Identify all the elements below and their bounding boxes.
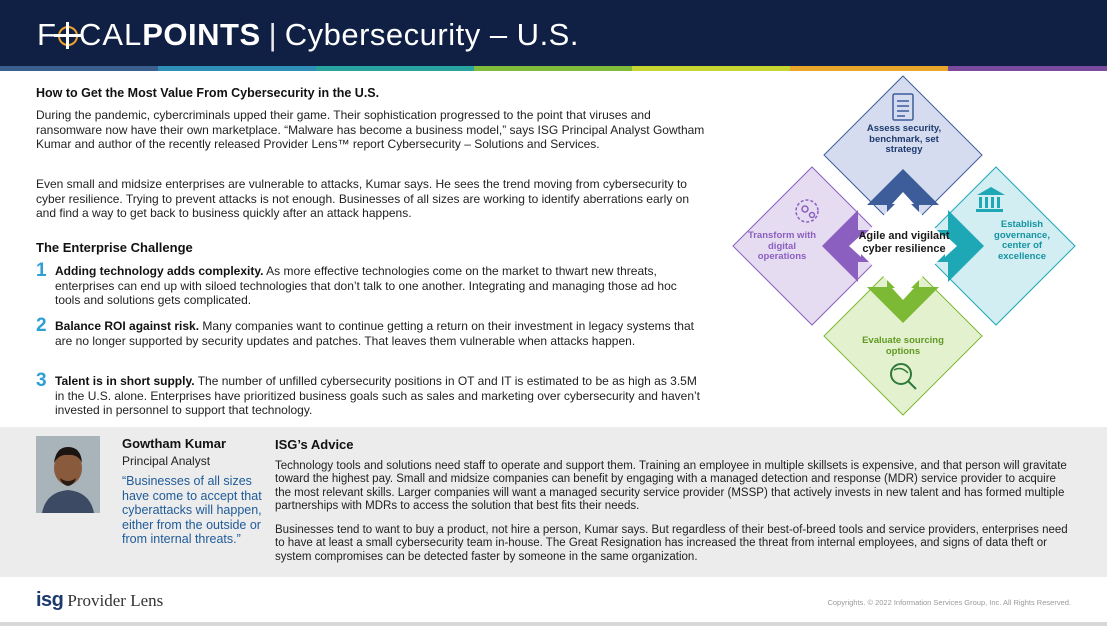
avatar	[36, 436, 100, 513]
stripe-segment	[0, 66, 158, 71]
challenge-text: Balance ROI against risk. Many companies…	[55, 319, 705, 348]
magnifier-globe-icon	[890, 363, 917, 390]
advice-section	[0, 427, 1107, 577]
challenge-body: Many companies want to continue getting …	[55, 319, 694, 348]
arrow-up-icon	[892, 192, 914, 214]
analyst-name: Gowtham Kumar	[122, 436, 227, 451]
brand-points: POINTS	[142, 17, 261, 52]
challenge-heading: The Enterprise Challenge	[36, 240, 193, 255]
stripe-segment	[158, 66, 316, 71]
brand-focal-f: F	[37, 17, 57, 52]
stripe-segment	[790, 66, 948, 71]
challenge-number: 2	[36, 315, 47, 336]
brand-focal-rest: CAL	[78, 17, 143, 52]
stripe-segment	[632, 66, 790, 71]
diamond-right	[916, 166, 1076, 326]
diamond-bottom	[823, 256, 983, 416]
challenge-lead: Balance ROI against risk.	[55, 319, 200, 333]
copyright-text: Copyrights. © 2022 Information Services …	[827, 598, 1071, 607]
challenge-body: The number of unfilled cybersecurity pos…	[55, 374, 701, 417]
document-checklist-icon	[892, 93, 914, 121]
arrow-left-icon	[849, 235, 871, 257]
label-assess: Assess security, benchmark, set strategy	[866, 123, 942, 155]
challenge-text: Adding technology adds complexity. As mo…	[55, 264, 705, 308]
challenge-lead: Adding technology adds complexity.	[55, 264, 264, 278]
stripe-segment	[948, 66, 1107, 71]
title-separator: |	[268, 17, 277, 52]
stripe-segment	[316, 66, 474, 71]
provider-lens-text: Provider Lens	[67, 591, 164, 610]
center-label: Agile and vigilant cyber resilience	[858, 230, 950, 255]
center-diamond	[853, 196, 953, 296]
advice-paragraph-1: Technology tools and solutions need staf…	[275, 460, 1067, 513]
article-title: How to Get the Most Value From Cybersecu…	[36, 86, 380, 100]
arrow-right-icon	[935, 235, 957, 257]
diagram-graphic	[732, 75, 1076, 416]
challenge-body: As more effective technologies come on t…	[55, 264, 677, 307]
analyst-role: Principal Analyst	[122, 454, 211, 468]
label-evaluate: Evaluate sourcing options	[862, 335, 944, 357]
label-transform: Transform with digital operations	[747, 230, 817, 262]
arrow-down-icon	[892, 278, 914, 300]
gears-icon	[795, 199, 819, 223]
analyst-photo	[36, 436, 100, 513]
article-paragraph-2: Even small and midsize enterprises are v…	[36, 177, 689, 220]
resilience-diagram: Assess security, benchmark, set strategy…	[726, 74, 1086, 420]
analyst-quote: “Businesses of all sizes have come to ac…	[122, 474, 262, 547]
stripe-segment	[474, 66, 632, 71]
focalpoints-brand: F CALPOINTS|Cybersecurity – U.S.	[37, 16, 579, 54]
institution-icon	[976, 187, 1005, 212]
challenge-number: 3	[36, 370, 47, 391]
header-banner: F CALPOINTS|Cybersecurity – U.S.	[0, 0, 1107, 66]
advice-paragraph-2: Businesses tend to want to buy a product…	[275, 524, 1068, 563]
bottom-bar	[0, 622, 1107, 626]
color-stripe	[0, 66, 1107, 71]
article-paragraph-1: During the pandemic, cybercriminals uppe…	[36, 108, 705, 151]
crosshair-icon	[53, 22, 81, 49]
challenge-text: Talent is in short supply. The number of…	[55, 374, 705, 418]
label-governance: Establish governance, center of excellen…	[994, 219, 1050, 262]
page-title: Cybersecurity – U.S.	[284, 17, 579, 52]
footer	[0, 577, 1107, 626]
advice-title: ISG’s Advice	[275, 437, 354, 452]
diamond-left	[732, 166, 892, 326]
challenge-number: 1	[36, 260, 47, 281]
challenge-lead: Talent is in short supply.	[55, 374, 195, 388]
isg-mark: isg	[36, 589, 64, 611]
